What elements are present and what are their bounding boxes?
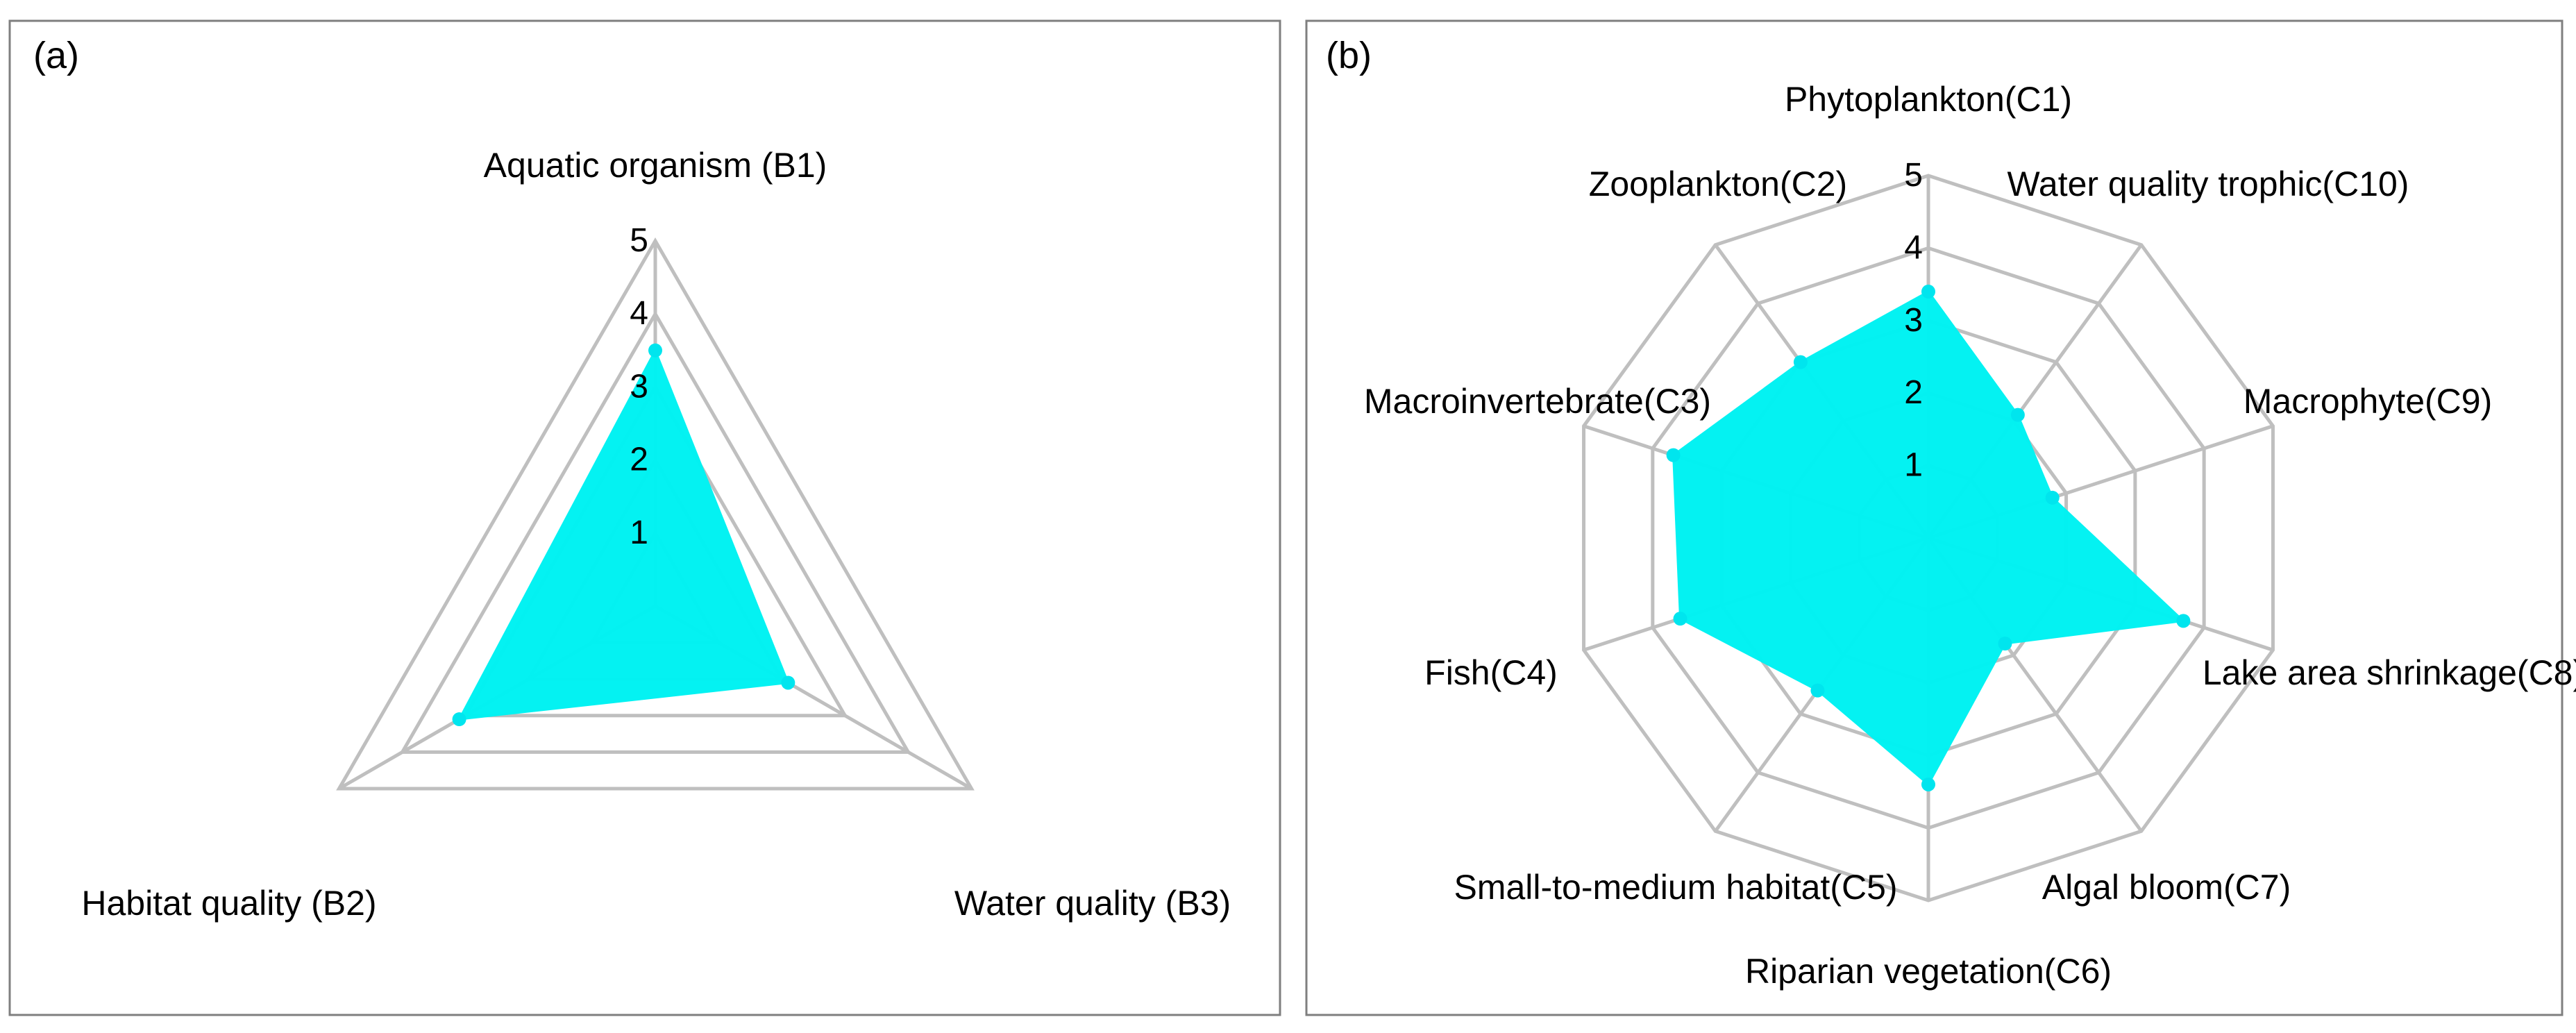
tick-label-3: 3 — [1904, 302, 1923, 339]
data-point-3 — [781, 675, 795, 690]
data-point-6 — [1921, 777, 1935, 791]
data-point-9 — [2045, 490, 2060, 505]
data-point-1 — [648, 343, 662, 358]
data-point-1 — [1921, 285, 1935, 299]
grid-ring-4 — [399, 310, 911, 754]
tick-label-4: 4 — [630, 295, 648, 332]
category-label-2: Zooplankton(C2) — [1589, 165, 1847, 203]
data-point-4 — [1673, 612, 1687, 626]
category-label-3: Water quality (B3) — [954, 884, 1231, 923]
category-label-8: Lake area shrinkage(C8) — [2203, 653, 2576, 692]
tick-label-2: 2 — [1904, 374, 1923, 411]
data-point-8 — [2176, 614, 2191, 628]
category-label-5: Small-to-medium habitat(C5) — [1454, 868, 1897, 907]
category-label-6: Riparian vegetation(C6) — [1745, 952, 2112, 991]
category-label-3: Macroinvertebrate(C3) — [1364, 382, 1711, 421]
data-point-7 — [1998, 637, 2012, 651]
category-label-7: Algal bloom(C7) — [2042, 868, 2291, 907]
data-point-5 — [1810, 683, 1825, 698]
tick-label-5: 5 — [630, 222, 648, 259]
category-label-1: Aquatic organism (B1) — [484, 146, 827, 185]
category-label-1: Phytoplankton(C1) — [1785, 80, 2072, 119]
tick-label-3: 3 — [630, 368, 648, 405]
tick-label-5: 5 — [1904, 157, 1923, 194]
panel-a-label: (a) — [33, 35, 79, 76]
grid-ring-5 — [336, 237, 975, 791]
data-point-2 — [452, 712, 466, 727]
category-label-10: Water quality trophic(C10) — [2007, 165, 2409, 203]
data-point-2 — [1793, 355, 1808, 369]
category-label-4: Fish(C4) — [1424, 653, 1558, 692]
data-point-3 — [1666, 448, 1681, 462]
radar-chart-a: 1 2 3 4 5 Aquatic organism (B1) Habitat qualit… — [81, 146, 1231, 923]
category-label-9: Macrophyte(C9) — [2244, 382, 2492, 421]
radar-chart-b: 1 2 3 4 5 Phytoplankton(C1) Zooplankton(C2) Mac… — [1364, 80, 2576, 991]
panel-b-label: (b) — [1326, 35, 1372, 76]
tick-label-1: 1 — [630, 514, 648, 551]
series-area — [457, 348, 790, 721]
category-label-2: Habitat quality (B2) — [81, 884, 376, 923]
tick-label-4: 4 — [1904, 229, 1923, 266]
tick-label-1: 1 — [1904, 447, 1923, 484]
tick-label-2: 2 — [630, 442, 648, 478]
data-point-10 — [2010, 408, 2025, 422]
